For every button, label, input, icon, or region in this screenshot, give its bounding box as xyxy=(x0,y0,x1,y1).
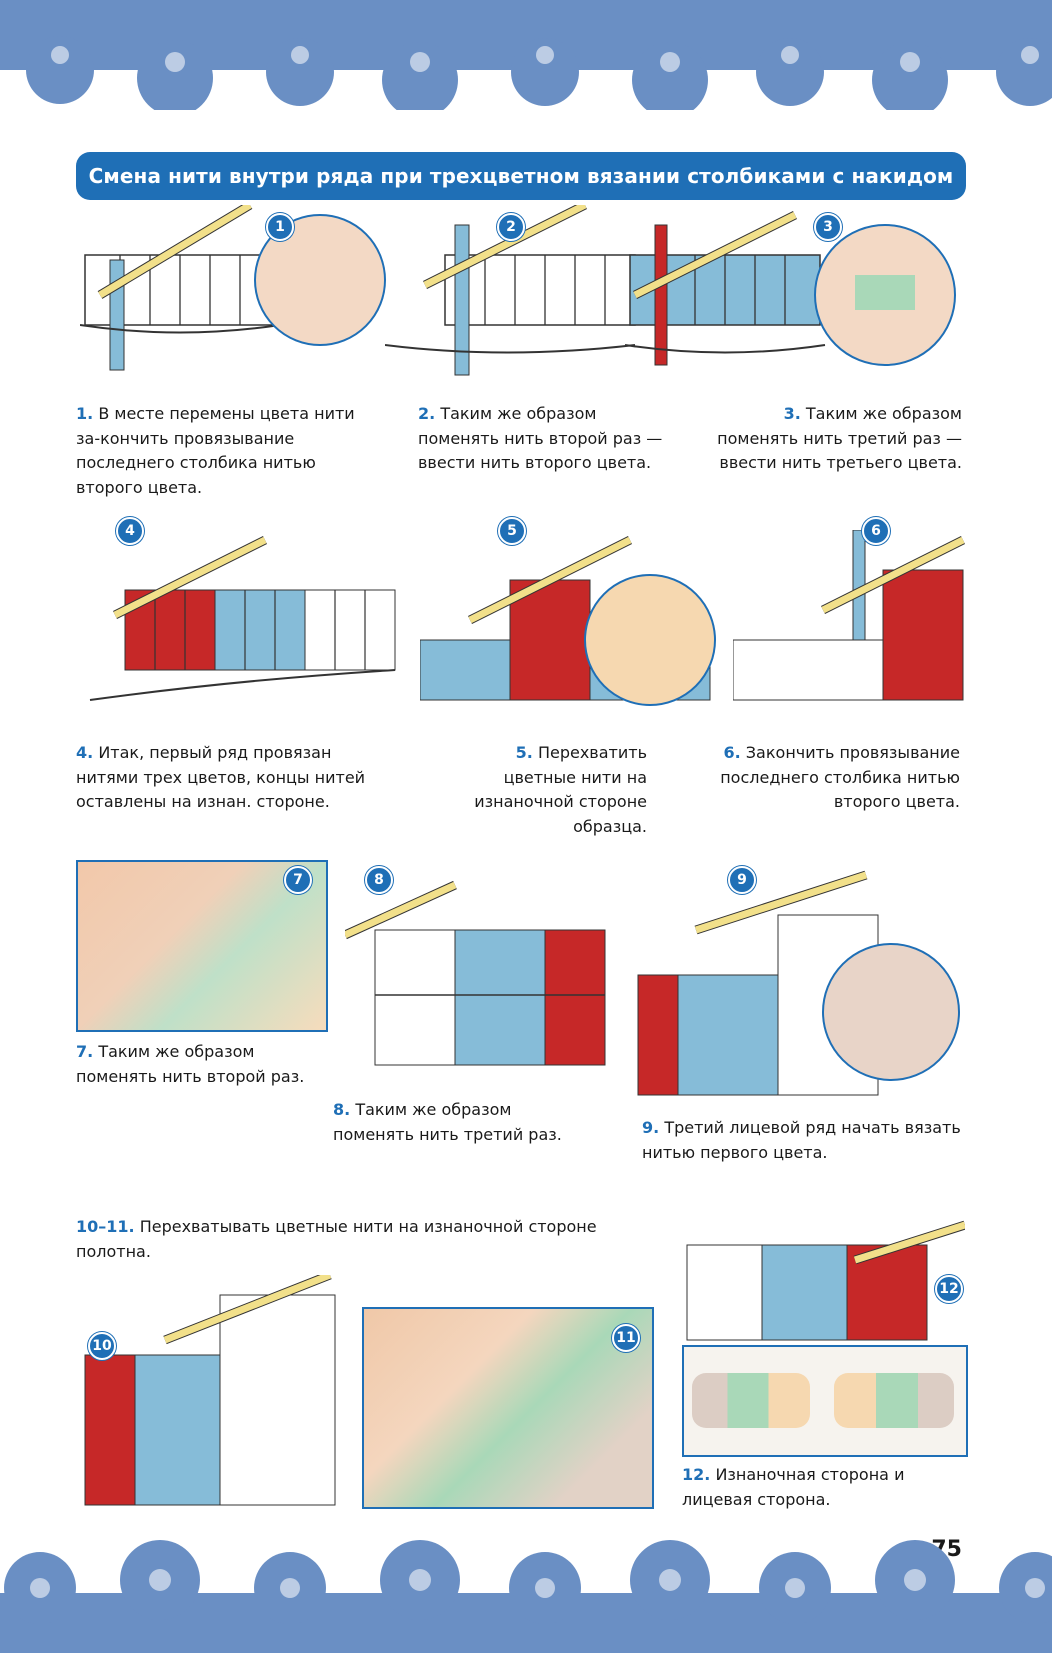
diagram-step-1 xyxy=(80,205,386,371)
step-7-badge: 7 xyxy=(284,866,312,894)
step-9-number: 9. xyxy=(642,1118,660,1137)
step-1-caption: 1. В месте перемены цвета нити за-кончит… xyxy=(76,402,366,500)
step-5-text: Перехватить цветные нити на изнаночной с… xyxy=(474,743,647,836)
step-12-text: Изнаночная сторона и лицевая сторона. xyxy=(682,1465,905,1509)
diagram-step-6 xyxy=(733,530,966,701)
sample-wrong-side xyxy=(692,1373,810,1428)
step-7-text: Таким же образом поменять нить второй ра… xyxy=(76,1042,305,1086)
step-5-badge: 5 xyxy=(498,517,526,545)
step-10-badge: 10 xyxy=(88,1332,116,1360)
step-10-11-text: Перехватывать цветные нити на изнаночной… xyxy=(76,1217,597,1261)
step-12-badge: 12 xyxy=(935,1275,963,1303)
step-9-text: Третий лицевой ряд начать вязать нитью п… xyxy=(642,1118,961,1162)
diagram-step-5 xyxy=(420,535,716,706)
step-1-badge: 1 xyxy=(266,213,294,241)
step-12-number: 12. xyxy=(682,1465,711,1484)
step-6-text: Закончить провязывание последнего столби… xyxy=(720,743,960,811)
step-8-badge: 8 xyxy=(365,866,393,894)
step-1-number: 1. xyxy=(76,404,94,423)
diagram-step-2 xyxy=(385,205,636,376)
step-12-caption: 12. Изнаночная сторона и лицевая сторона… xyxy=(682,1463,962,1512)
step-9-caption: 9. Третий лицевой ряд начать вязать нить… xyxy=(642,1116,962,1165)
sample-right-side xyxy=(834,1373,954,1428)
step-2-text: Таким же образом поменять нить второй ра… xyxy=(418,404,663,472)
step-3-caption: 3. Таким же образом поменять нить третий… xyxy=(700,402,962,476)
diagram-step-12 xyxy=(686,1220,965,1341)
step-10-11-number: 10–11. xyxy=(76,1217,135,1236)
diagram-step-9 xyxy=(637,870,960,1096)
step-3-number: 3. xyxy=(783,404,801,423)
step-6-number: 6. xyxy=(723,743,741,762)
bottom-lace-border xyxy=(0,1540,1052,1653)
step-10-11-caption: 10–11. Перехватывать цветные нити на изн… xyxy=(76,1215,616,1264)
photo-step-12 xyxy=(682,1345,968,1457)
step-5-caption: 5. Перехватить цветные нити на изнаночно… xyxy=(445,741,647,839)
step-11-badge: 11 xyxy=(612,1324,640,1352)
top-lace-border xyxy=(0,0,1052,110)
step-4-badge: 4 xyxy=(116,517,144,545)
step-3-text: Таким же образом поменять нить третий ра… xyxy=(717,404,962,472)
photo-step-11 xyxy=(362,1307,654,1509)
step-9-badge: 9 xyxy=(728,866,756,894)
step-7-caption: 7. Таким же образом поменять нить второй… xyxy=(76,1040,326,1089)
step-8-number: 8. xyxy=(333,1100,351,1119)
step-3-badge: 3 xyxy=(814,213,842,241)
step-8-text: Таким же образом поменять нить третий ра… xyxy=(333,1100,562,1144)
diagram-step-10 xyxy=(84,1275,336,1506)
step-4-text: Итак, первый ряд провязан нитями трех цв… xyxy=(76,743,366,811)
step-2-badge: 2 xyxy=(497,213,525,241)
section-title: Смена нити внутри ряда при трехцветном в… xyxy=(76,152,966,200)
step-4-caption: 4. Итак, первый ряд провязан нитями трех… xyxy=(76,741,396,815)
step-2-number: 2. xyxy=(418,404,436,423)
step-2-caption: 2. Таким же образом поменять нить второй… xyxy=(418,402,678,476)
step-5-number: 5. xyxy=(515,743,533,762)
diagram-step-3 xyxy=(625,210,956,366)
step-7-number: 7. xyxy=(76,1042,94,1061)
step-4-number: 4. xyxy=(76,743,94,762)
diagram-step-4 xyxy=(89,535,396,701)
step-1-text: В месте перемены цвета нити за-кончить п… xyxy=(76,404,355,497)
step-6-caption: 6. Закончить провязывание последнего сто… xyxy=(714,741,960,815)
diagram-step-8 xyxy=(345,880,606,1066)
step-8-caption: 8. Таким же образом поменять нить третий… xyxy=(333,1098,573,1147)
step-6-badge: 6 xyxy=(862,517,890,545)
